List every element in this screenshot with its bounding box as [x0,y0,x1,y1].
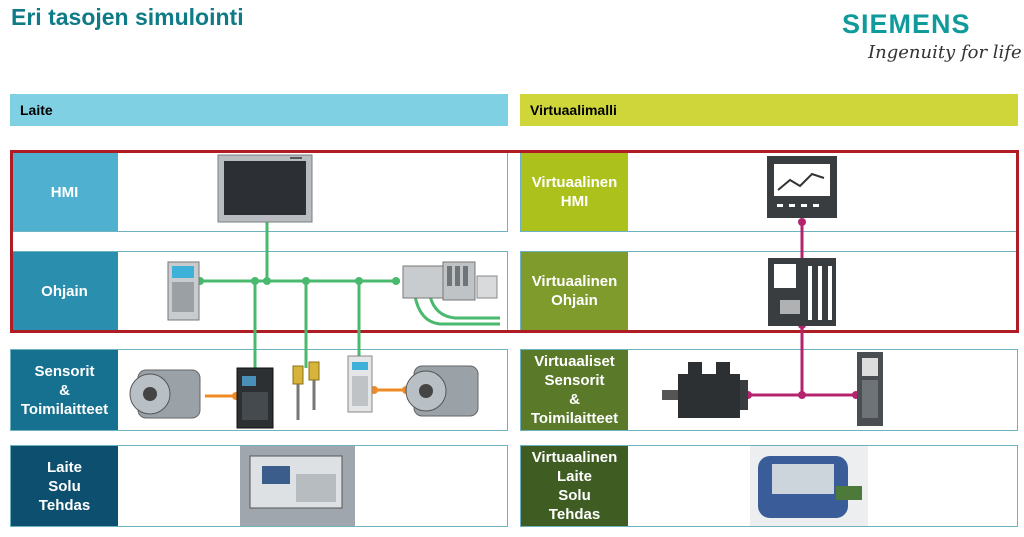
virtual-drive-icon [857,352,883,426]
row-label-hmi: HMI [11,153,118,231]
electric-motor-icon [129,369,201,419]
virtual-hmi-icon [767,156,837,218]
frequency-drive-icon [236,367,274,429]
column-header-laite: Laite [10,94,508,126]
hmi-panel-icon [217,154,313,223]
column-header-virtuaalimalli: Virtuaalimalli [520,94,1018,126]
io-module-rack-icon [402,261,498,301]
virtual-controller-icon [768,258,836,326]
soft-starter-icon [347,355,373,413]
plc-cpu-icon [167,261,200,321]
sensor-icon [292,361,320,420]
row-label-ohjain: Ohjain [11,252,118,330]
row-label-sensorit: Sensorit&Toimilaitteet [11,350,118,430]
page-title: Eri tasojen simulointi [11,4,244,30]
brand-tagline: Ingenuity for life [868,42,1022,63]
siemens-logo: SIEMENS [842,9,971,39]
electric-motor-icon [405,365,479,417]
servo-motor-icon [662,362,748,418]
machine-photo-icon [240,446,355,526]
virtual-machine-icon [750,446,868,526]
profinet-network [200,222,500,368]
